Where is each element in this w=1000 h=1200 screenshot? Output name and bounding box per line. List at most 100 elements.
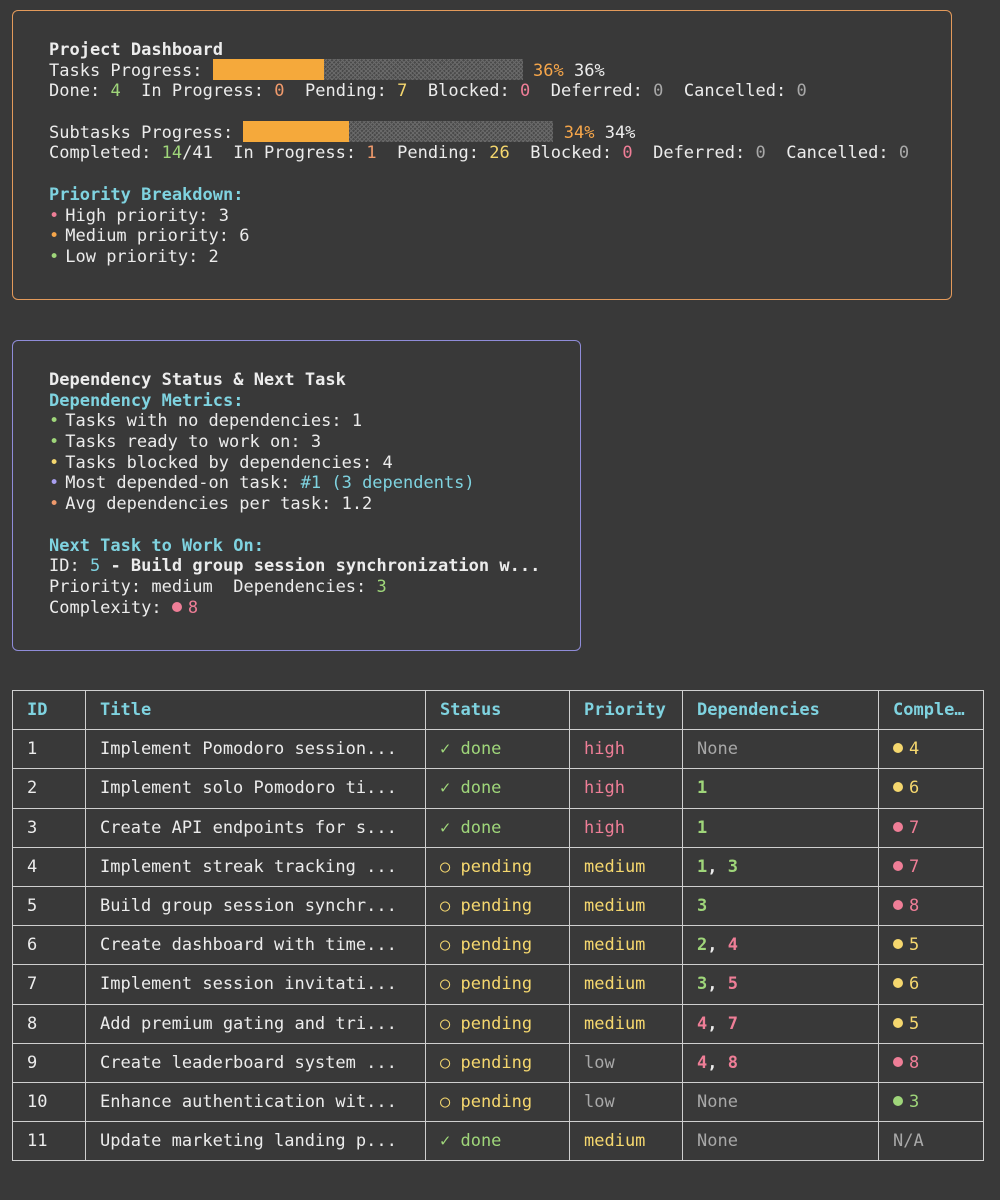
dashboard-title: Project Dashboard: [49, 40, 223, 60]
priority-low-text: Low priority: 2: [65, 246, 219, 267]
cell-dependencies: None: [682, 1121, 879, 1162]
sub-in-progress-label: In Progress:: [233, 143, 357, 164]
completed-total: /41: [182, 143, 213, 164]
tasks-progress-fill: [212, 58, 325, 80]
sub-deferred-label: Deferred:: [653, 143, 746, 164]
task-dependency: 8: [727, 1052, 738, 1073]
cell-dependencies: None: [682, 729, 879, 770]
metric-blocked: •Tasks blocked by dependencies: 4: [49, 453, 580, 474]
task-deps-none: None: [697, 1091, 738, 1112]
task-complexity: 3: [909, 1091, 920, 1112]
task-status: ○ pending: [440, 856, 533, 877]
cell-status: ✓ done: [425, 729, 570, 770]
task-complexity: 7: [909, 856, 920, 877]
subtasks-progress-label: Subtasks Progress:: [49, 122, 234, 143]
sub-blocked-label: Blocked:: [530, 143, 613, 164]
header-id: ID: [12, 689, 86, 731]
cell-dependencies: 4, 7: [682, 1003, 879, 1044]
sub-deferred-count: 0: [755, 143, 766, 164]
task-complexity: 8: [909, 1052, 920, 1073]
metric-avg-text: Avg dependencies per task: 1.2: [65, 494, 373, 515]
metric-no-deps-text: Tasks with no dependencies: 1: [65, 411, 363, 432]
metric-blocked-text: Tasks blocked by dependencies: 4: [65, 452, 393, 473]
task-dependency: 4: [697, 1052, 708, 1073]
task-complexity: 5: [909, 935, 920, 956]
sub-cancelled-label: Cancelled:: [786, 143, 889, 164]
metric-ready: •Tasks ready to work on: 3: [49, 432, 580, 453]
cell-complexity: 7: [878, 807, 984, 848]
task-status: ✓ done: [440, 817, 502, 838]
header-title: Title: [85, 689, 426, 731]
task-id: 6: [27, 935, 38, 956]
cell-status: ○ pending: [425, 964, 570, 1005]
subtasks-progress-fill: [243, 120, 349, 142]
cell-status: ✓ done: [425, 1121, 570, 1162]
subtasks-progress-percent-plain: 34%: [604, 122, 636, 143]
cell-status: ○ pending: [425, 1042, 570, 1083]
task-complexity: N/A: [893, 1131, 924, 1152]
metric-ready-text: Tasks ready to work on: 3: [65, 432, 322, 453]
task-dependency: 1: [697, 856, 708, 877]
task-id: 3: [27, 817, 38, 838]
subtasks-progress-line: Subtasks Progress: 34% 34%: [49, 120, 951, 144]
task-status: ○ pending: [440, 1091, 533, 1112]
cell-priority: low: [569, 1042, 683, 1083]
next-task-id-label: ID:: [49, 556, 90, 577]
task-status: ✓ done: [440, 1131, 502, 1152]
complexity-dot-icon: [893, 821, 903, 832]
task-priority: medium: [584, 856, 646, 877]
complexity-dot-icon: [171, 601, 182, 612]
cell-priority: high: [569, 768, 683, 809]
next-task-complexity-label: Complexity:: [49, 597, 172, 618]
cell-dependencies: 2, 4: [682, 925, 879, 966]
task-title: Create API endpoints for s...: [100, 817, 397, 838]
completed-count: 14: [161, 143, 183, 164]
priority-high: •High priority: 3: [49, 206, 951, 227]
task-id: 11: [27, 1131, 48, 1152]
task-status: ✓ done: [440, 739, 502, 760]
next-task-id-line: ID: 5 - Build group session synchronizat…: [49, 556, 580, 577]
complexity-dot-icon: [893, 1017, 903, 1028]
task-priority: medium: [584, 1131, 646, 1152]
cell-complexity: 5: [878, 1003, 984, 1044]
cell-dependencies: 1, 3: [682, 846, 879, 887]
task-title: Implement Pomodoro session...: [100, 739, 397, 760]
project-dashboard-panel: Project Dashboard Tasks Progress: 36% 36…: [12, 10, 952, 300]
cell-id: 6: [12, 925, 86, 966]
cell-id: 7: [12, 964, 86, 1005]
in-progress-count: 0: [274, 81, 285, 102]
task-dependency: 3: [697, 896, 708, 917]
task-status: ○ pending: [440, 896, 533, 917]
cell-title: Add premium gating and tri...: [85, 1003, 426, 1044]
priority-heading: Priority Breakdown:: [49, 184, 244, 205]
table-row: 11 Update marketing landing p... ✓ done med…: [12, 1121, 984, 1162]
priority-medium-text: Medium priority: 6: [65, 226, 250, 247]
subtasks-progress-percent: 34%: [563, 122, 595, 143]
task-dependency: 1: [697, 778, 708, 799]
cell-priority: high: [569, 729, 683, 770]
task-complexity: 8: [909, 896, 920, 917]
cell-dependencies: 1: [682, 768, 879, 809]
cell-complexity: 8: [878, 885, 984, 927]
cell-title: Create API endpoints for s...: [85, 807, 426, 848]
task-title: Enhance authentication wit...: [100, 1091, 397, 1112]
sub-pending-count: 26: [489, 143, 510, 164]
complexity-dot-icon: [893, 939, 903, 950]
cell-title: Update marketing landing p...: [85, 1121, 426, 1162]
cell-dependencies: 1: [682, 807, 879, 848]
cell-id: 3: [12, 807, 86, 848]
deps-separator: ,: [707, 1013, 728, 1034]
task-id: 5: [27, 896, 38, 917]
cell-status: ✓ done: [425, 768, 570, 809]
task-priority: medium: [584, 896, 646, 917]
dependency-status-panel: Dependency Status & Next Task Dependency…: [12, 340, 581, 651]
deps-separator: ,: [707, 856, 728, 877]
task-dependency: 7: [727, 1013, 738, 1034]
bullet-icon: •: [49, 246, 60, 267]
cell-id: 5: [12, 885, 86, 927]
task-title: Implement session invitati...: [100, 974, 397, 995]
